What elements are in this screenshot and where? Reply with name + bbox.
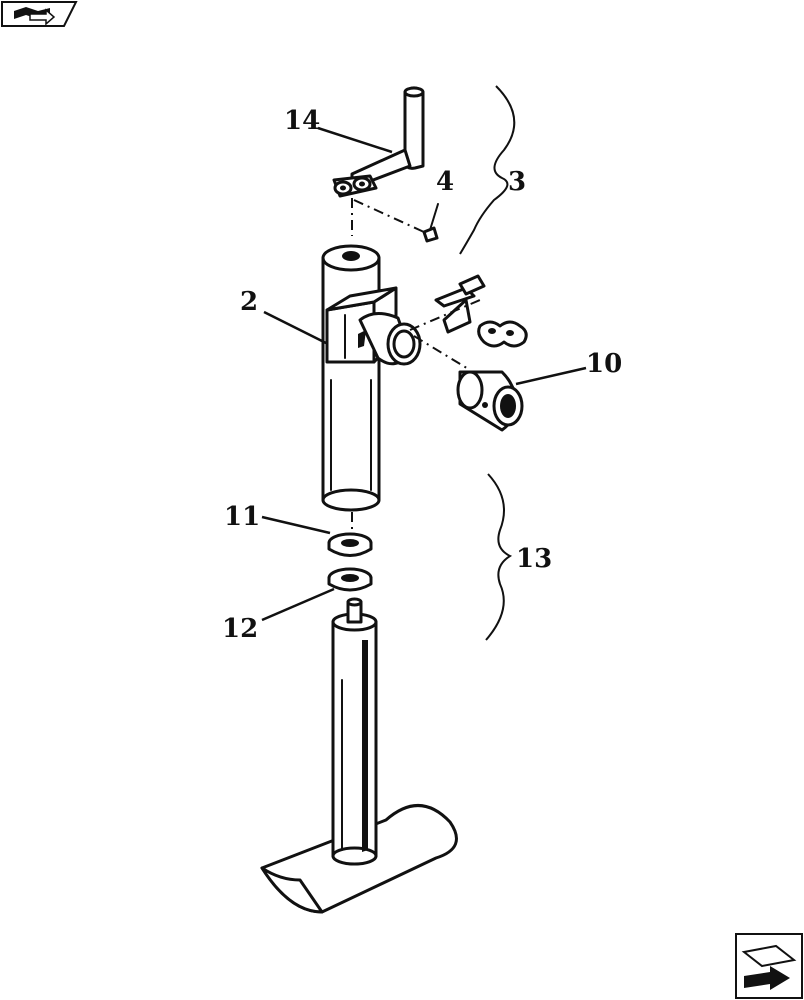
leader-lines [261,126,587,622]
callout-14: 14 [284,106,320,136]
callout-11: 11 [224,502,260,532]
callout-13: 13 [516,544,552,574]
brace-3 [459,85,516,255]
upper-tube-part [321,244,422,512]
callout-10: 10 [586,349,622,379]
callout-12: 12 [222,614,258,644]
leader-14 [317,126,393,154]
leader-11 [261,515,331,535]
axis-line-pin [353,199,425,233]
brace-13 [485,473,513,641]
pin-part [422,203,439,243]
axis-line-linkage [409,299,481,331]
callout-3: 3 [508,167,526,197]
washer-11-part [327,532,373,557]
callout-2: 2 [240,287,258,317]
leader-12 [261,587,335,622]
next-arrow-icon[interactable] [735,933,803,999]
washer-12-part [327,567,373,592]
lower-tube-part [260,597,458,914]
crank-handle-part [332,86,425,198]
back-book-icon[interactable] [1,1,78,27]
leader-2 [263,310,329,346]
callout-4: 4 [436,167,454,197]
leader-10 [515,366,587,386]
collar-part [456,370,524,432]
axis-line-collar [413,335,471,371]
linkage-part [434,274,528,348]
